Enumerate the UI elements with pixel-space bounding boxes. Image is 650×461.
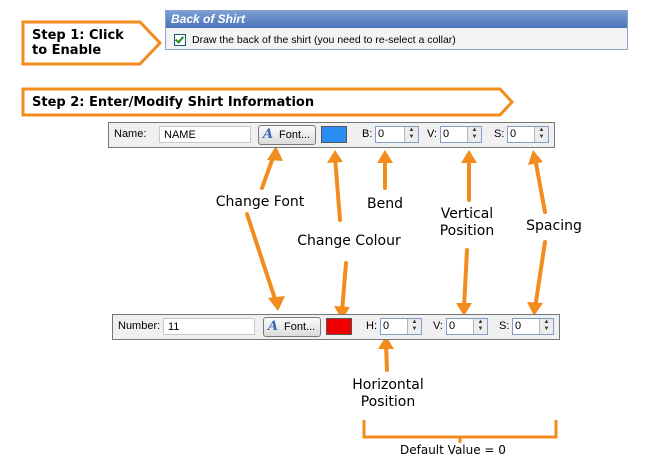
number-spacing-spinner[interactable]: 0 ▲▼: [512, 318, 554, 335]
spin-up-icon[interactable]: ▲: [538, 127, 545, 133]
name-toolbar: Name: NAME A Font... B: 0 ▲▼ V: 0 ▲▼ S: …: [108, 122, 555, 148]
spacing-spinner[interactable]: 0 ▲▼: [507, 126, 549, 143]
name-font-button-label: Font...: [279, 129, 311, 141]
spin-up-icon[interactable]: ▲: [411, 319, 418, 325]
vertical-position-annotation: Vertical Position: [439, 206, 495, 239]
vertical-spinner-buttons[interactable]: ▲▼: [467, 127, 481, 142]
spin-down-icon[interactable]: ▼: [471, 134, 478, 140]
number-vertical-label: V:: [433, 320, 443, 332]
number-spacing-value: 0: [515, 320, 522, 332]
horizontal-label: H:: [366, 320, 377, 332]
back-of-shirt-option[interactable]: Draw the back of the shirt (you need to …: [174, 34, 456, 46]
number-font-button[interactable]: A Font...: [263, 317, 321, 337]
spin-down-icon[interactable]: ▼: [411, 326, 418, 332]
number-vertical-value: 0: [449, 320, 456, 332]
default-bracket: [362, 420, 558, 439]
bend-label: B:: [362, 128, 373, 140]
name-input[interactable]: NAME: [159, 126, 251, 143]
number-spacing-label: S:: [499, 320, 510, 332]
bend-spinner-buttons[interactable]: ▲▼: [404, 127, 418, 142]
number-colour-swatch[interactable]: [326, 318, 352, 335]
spacing-value: 0: [510, 128, 517, 140]
back-of-shirt-checkbox[interactable]: [174, 34, 186, 46]
horizontal-value: 0: [383, 320, 390, 332]
name-colour-swatch[interactable]: [321, 126, 347, 143]
bend-spinner[interactable]: 0 ▲▼: [375, 126, 419, 143]
number-vertical-spinner[interactable]: 0 ▲▼: [446, 318, 488, 335]
spin-up-icon[interactable]: ▲: [471, 127, 478, 133]
spin-down-icon[interactable]: ▼: [543, 326, 550, 332]
number-font-button-label: Font...: [284, 321, 316, 333]
spin-down-icon[interactable]: ▼: [408, 134, 415, 140]
spin-up-icon[interactable]: ▲: [477, 319, 484, 325]
bend-value: 0: [378, 128, 385, 140]
step2-label: Step 2: Enter/Modify Shirt Information: [32, 95, 315, 110]
back-of-shirt-checkbox-label: Draw the back of the shirt (you need to …: [192, 34, 456, 46]
horizontal-spinner-buttons[interactable]: ▲▼: [407, 319, 421, 334]
change-colour-annotation: Change Colour: [297, 233, 401, 249]
number-toolbar: Number: 11 A Font... H: 0 ▲▼ V: 0 ▲▼ S: …: [112, 314, 560, 340]
horizontal-position-annotation: Horizontal Position: [352, 377, 424, 410]
vertical-value: 0: [443, 128, 450, 140]
horizontal-spinner[interactable]: 0 ▲▼: [380, 318, 422, 335]
default-value-annotation: Default Value = 0: [400, 443, 506, 457]
spin-down-icon[interactable]: ▼: [538, 134, 545, 140]
font-icon: A: [263, 127, 274, 142]
vertical-label: V:: [427, 128, 437, 140]
bend-annotation: Bend: [367, 196, 403, 212]
number-input[interactable]: 11: [163, 318, 255, 335]
spacing-spinner-buttons[interactable]: ▲▼: [534, 127, 548, 142]
spin-up-icon[interactable]: ▲: [543, 319, 550, 325]
number-spacing-spinner-buttons[interactable]: ▲▼: [539, 319, 553, 334]
change-font-annotation: Change Font: [215, 194, 305, 210]
back-of-shirt-panel: Back of Shirt Draw the back of the shirt…: [165, 10, 628, 50]
name-label: Name:: [114, 128, 147, 140]
step1-callout-shape: [21, 20, 163, 66]
step2-callout-shape: [21, 87, 515, 117]
spacing-label: S:: [494, 128, 505, 140]
spacing-annotation: Spacing: [526, 218, 582, 234]
number-label: Number:: [118, 320, 161, 332]
spin-down-icon[interactable]: ▼: [477, 326, 484, 332]
number-vertical-spinner-buttons[interactable]: ▲▼: [473, 319, 487, 334]
name-font-button[interactable]: A Font...: [258, 125, 316, 145]
font-icon: A: [268, 319, 279, 334]
panel-title: Back of Shirt: [166, 11, 627, 28]
step1-label: Step 1: Click to Enable: [32, 28, 124, 58]
vertical-spinner[interactable]: 0 ▲▼: [440, 126, 482, 143]
spin-up-icon[interactable]: ▲: [408, 127, 415, 133]
